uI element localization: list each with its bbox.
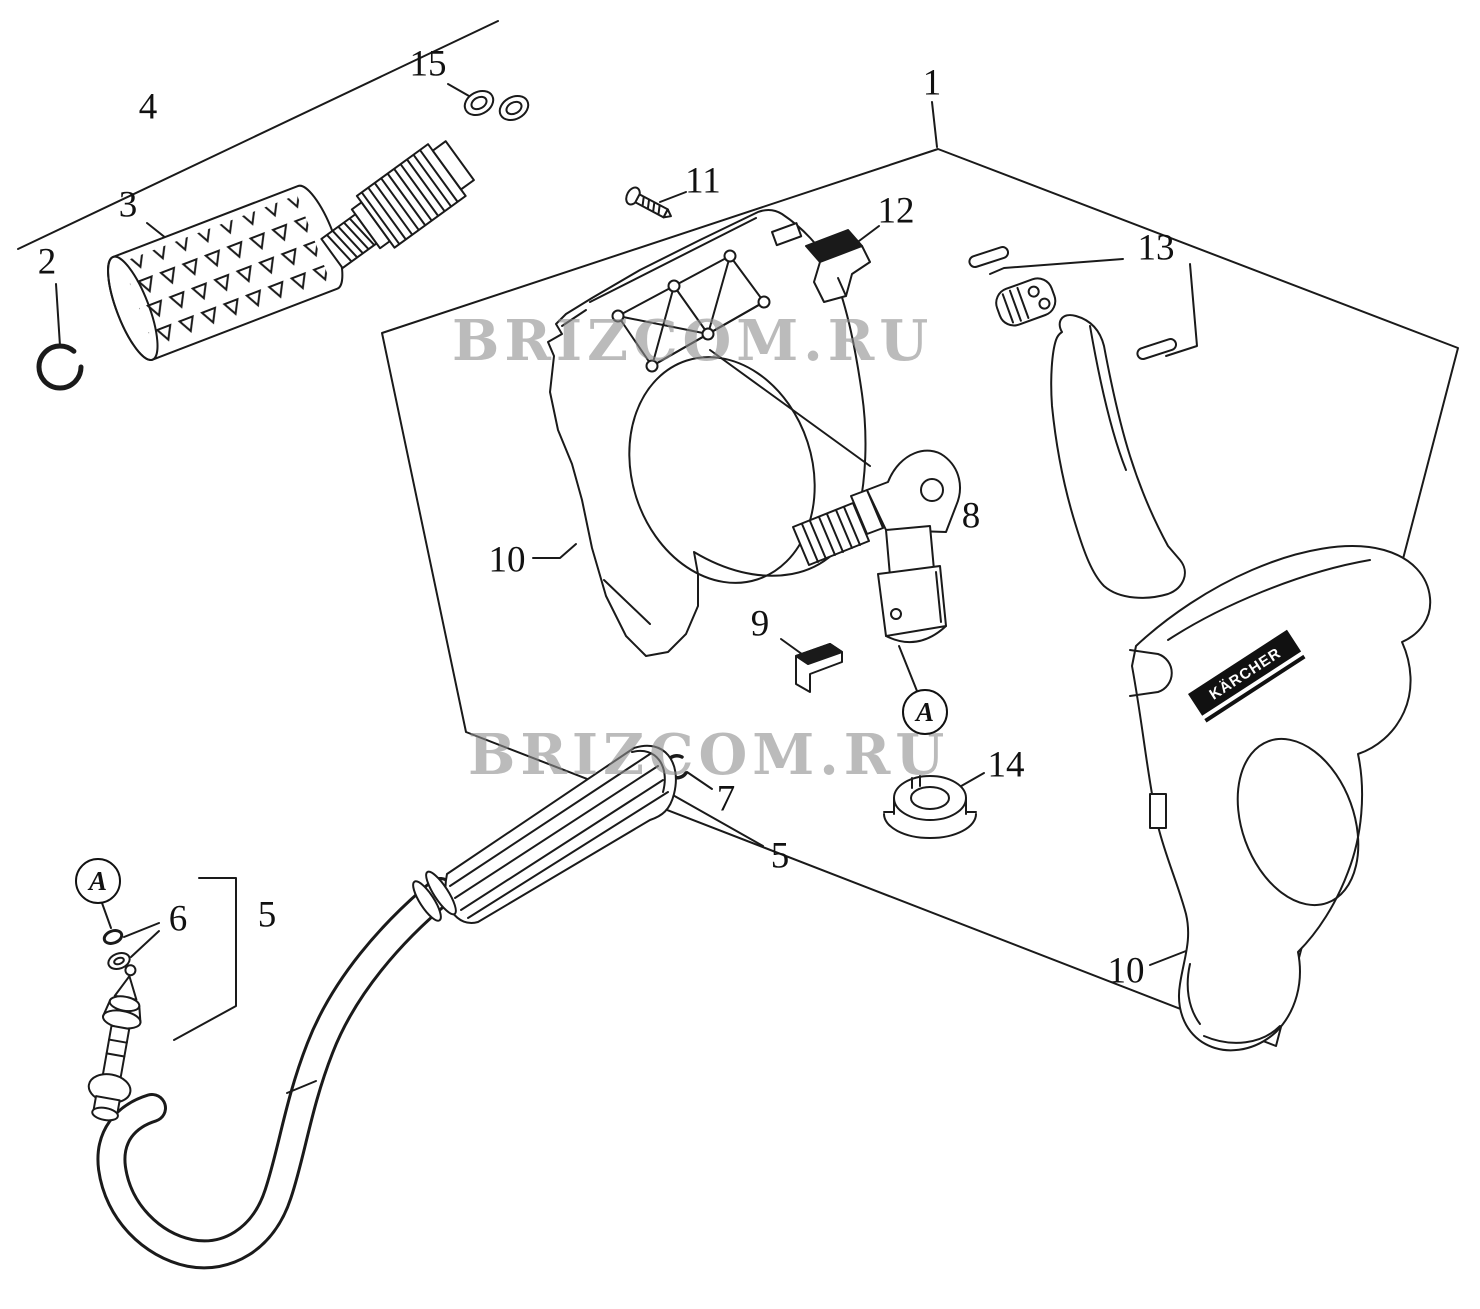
part-label-2: 2 <box>37 241 57 283</box>
outlet-elbow-part-8 <box>792 449 961 643</box>
washers-part-15 <box>463 90 530 121</box>
part-label-9: 9 <box>750 603 770 645</box>
part-label-7: 7 <box>716 778 736 820</box>
part-label-3: 3 <box>118 184 138 226</box>
clip-part-9 <box>795 643 843 693</box>
part-label-10-right: 10 <box>1107 950 1145 992</box>
part-label-11: 11 <box>685 160 721 202</box>
housing-left-part-10 <box>547 208 871 657</box>
part-label-15: 15 <box>409 43 447 85</box>
part-label-10-left: 10 <box>488 539 526 581</box>
strainer-part-3 <box>107 184 344 361</box>
housing-right-part-10: KÄRCHER <box>1129 545 1432 1052</box>
screw-part-11 <box>625 186 672 219</box>
lance-part-5 <box>96 744 677 1270</box>
part-label-12: 12 <box>877 190 915 232</box>
part-label-1: 1 <box>922 62 942 104</box>
part-label-6: 6 <box>168 898 188 940</box>
part-label-4: 4 <box>138 86 158 128</box>
part-label-5-upper: 5 <box>770 835 790 877</box>
nut-part-6 <box>107 952 131 970</box>
trigger-pin <box>1136 338 1178 361</box>
safety-tab-part-12 <box>805 229 871 303</box>
part-label-5-lower: 5 <box>257 894 277 936</box>
trigger-part-13 <box>968 246 1186 599</box>
detail-marker-a-lower: A <box>75 858 121 904</box>
snap-ring-part-2 <box>36 343 84 391</box>
part-label-13: 13 <box>1137 227 1175 269</box>
gland-bushing-part-14 <box>883 775 977 839</box>
o-ring-part-6 <box>102 929 124 945</box>
part-label-14: 14 <box>987 744 1025 786</box>
part-label-8: 8 <box>961 495 981 537</box>
nozzle-stem-part-6 <box>87 929 142 1122</box>
trigger-pin <box>968 246 1010 269</box>
detail-marker-a-upper: A <box>902 689 948 735</box>
hose-coupling-part-4 <box>320 140 475 270</box>
